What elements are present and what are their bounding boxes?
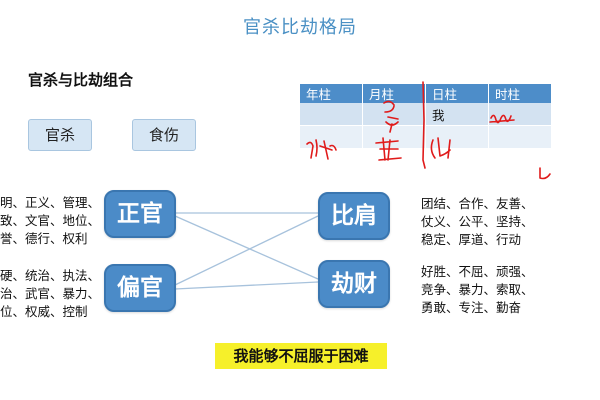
- table-row: 我: [300, 103, 552, 126]
- table-cell: [425, 125, 489, 149]
- traits-bijian: 团结、合作、友善、 仗义、公平、坚持、 稳定、厚道、行动: [421, 195, 534, 249]
- table-cell: 我: [425, 103, 489, 126]
- trait-line: 稳定、厚道、行动: [421, 232, 522, 247]
- trait-line: 明、正义、管理、: [0, 195, 101, 210]
- trait-line: 誉、德行、权利: [0, 231, 88, 246]
- traits-zhengguan: 明、正义、管理、 致、文官、地位、 誉、德行、权利: [0, 194, 100, 248]
- table-cell: [488, 125, 552, 149]
- pillar-header-row: 年柱 月柱 日柱 时柱: [300, 84, 552, 103]
- traits-pianguan: 硬、统治、执法、 治、武官、暴力、 位、权威、控制: [0, 267, 100, 321]
- section-heading: 官杀与比劫组合: [28, 71, 134, 89]
- table-row: [300, 125, 552, 149]
- trait-line: 仗义、公平、坚持、: [421, 214, 534, 229]
- trait-line: 团结、合作、友善、: [421, 196, 534, 211]
- pen-mark-day: [430, 137, 451, 159]
- pen-divider-line: [422, 81, 426, 169]
- trait-line: 竞争、暴力、索取、: [421, 282, 534, 297]
- pen-mark-hour: [489, 114, 515, 124]
- trait-line: 治、武官、暴力、: [0, 286, 101, 301]
- tag-shishang: 食伤: [132, 119, 196, 151]
- trait-line: 好胜、不屈、顽强、: [421, 264, 534, 279]
- trait-line: 勇敢、专注、勤奋: [421, 300, 522, 315]
- trait-line: 硬、统治、执法、: [0, 268, 101, 283]
- pen-mark-month: [383, 100, 399, 133]
- header-day-pillar: 日柱: [425, 84, 489, 103]
- pillar-table: 年柱 月柱 日柱 时柱 我: [300, 84, 552, 149]
- header-hour-pillar: 时柱: [488, 84, 552, 103]
- header-month-pillar: 月柱: [362, 84, 426, 103]
- pen-mark-corner: [539, 167, 551, 180]
- node-zhengguan: 正官: [104, 190, 176, 238]
- pen-mark-year: [306, 139, 337, 160]
- pen-mark-month-row2: [375, 137, 402, 161]
- traits-jiecai: 好胜、不屈、顽强、 竞争、暴力、索取、 勇敢、专注、勤奋: [421, 263, 534, 317]
- node-bijian: 比肩: [318, 192, 390, 240]
- node-jiecai: 劫财: [318, 260, 390, 308]
- slide-title: 官杀比劫格局: [243, 17, 357, 38]
- table-cell: [300, 125, 363, 149]
- trait-line: 致、文官、地位、: [0, 213, 101, 228]
- tag-guansha: 官杀: [28, 119, 92, 151]
- highlight-statement: 我能够不屈服于困难: [215, 343, 387, 369]
- trait-line: 位、权威、控制: [0, 304, 88, 319]
- table-cell: [300, 103, 363, 126]
- header-year-pillar: 年柱: [300, 84, 363, 103]
- node-pianguan: 偏官: [104, 264, 176, 312]
